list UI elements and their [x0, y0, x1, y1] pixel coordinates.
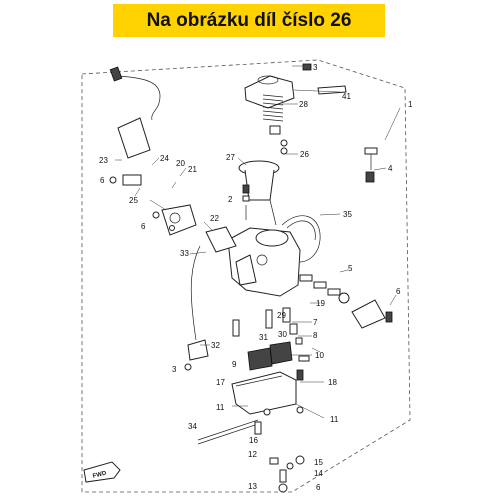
leader-lines: [115, 65, 401, 419]
hose-33: [190, 245, 201, 341]
callout-35: 35: [343, 210, 352, 219]
callout-24: 24: [160, 154, 169, 163]
callout-3: 3: [313, 63, 318, 72]
callout-32: 32: [211, 341, 220, 350]
tube-35-inner: [286, 220, 316, 241]
callout-33: 33: [180, 249, 189, 258]
callout-26: 26: [300, 150, 309, 159]
carburetor-body: [227, 227, 301, 297]
right-side-parts: [299, 274, 393, 329]
bracket-32: [187, 339, 209, 361]
choke-assembly: [122, 174, 197, 236]
callout-31: 31: [259, 333, 268, 342]
callout-19: 19: [316, 299, 325, 308]
float-9: [247, 341, 310, 371]
callout-23: 23: [99, 156, 108, 165]
callout-41: 41: [342, 92, 351, 101]
rod-34-edge: [197, 423, 259, 445]
tube-35: [281, 215, 321, 263]
callout-6-left: 6: [100, 176, 105, 185]
callout-8: 8: [313, 331, 318, 340]
callout-14: 14: [314, 469, 323, 478]
callout-18: 18: [328, 378, 337, 387]
callout-15: 15: [314, 458, 323, 467]
callout-11-left: 11: [216, 403, 225, 412]
callout-16: 16: [249, 436, 258, 445]
callout-6-bottom: 6: [316, 483, 321, 492]
callout-7: 7: [313, 318, 318, 327]
callout-9: 9: [232, 360, 237, 369]
callout-12: 12: [248, 450, 257, 459]
screw-6a: [109, 176, 117, 184]
banner-text: Na obrázku díl číslo 26: [146, 9, 352, 31]
callout-10: 10: [315, 351, 324, 360]
callout-1: 1: [408, 100, 413, 109]
callout-17: 17: [216, 378, 225, 387]
callout-labels: 1 3 41 28 26 27 2 4 35 5 6 19 8 7 29 30 …: [99, 63, 413, 492]
callout-28: 28: [299, 100, 308, 109]
needle-2: [242, 184, 250, 220]
top-cap: [244, 63, 347, 109]
callout-4: 4: [388, 164, 393, 173]
callout-27: 27: [226, 153, 235, 162]
jets: [232, 307, 303, 345]
cable-harness: [109, 66, 161, 159]
callout-34: 34: [188, 422, 197, 431]
spring-28: [262, 94, 288, 155]
callout-3-left: 3: [172, 365, 177, 374]
callout-6-right: 6: [396, 287, 401, 296]
rod-34: [197, 419, 259, 441]
fwd-label: FWD: [92, 470, 107, 480]
callout-6-mid: 6: [141, 222, 146, 231]
callout-13: 13: [248, 482, 257, 491]
float-bowl: [231, 369, 304, 416]
callout-21: 21: [188, 165, 197, 174]
callout-20: 20: [176, 159, 185, 168]
callout-22: 22: [210, 214, 219, 223]
screw-3b: [184, 363, 192, 371]
drain-parts: [254, 421, 305, 493]
gasket-22: [205, 226, 237, 253]
screw-4: [364, 147, 378, 183]
callout-11-right: 11: [330, 415, 339, 424]
piston-27: [238, 160, 280, 226]
fwd-arrow: FWD: [83, 461, 121, 483]
callout-29: 29: [277, 311, 286, 320]
callout-2: 2: [228, 195, 233, 204]
screw-6b: [169, 225, 175, 231]
callout-5: 5: [348, 264, 353, 273]
assembly-outline: [81, 59, 411, 493]
title-banner: Na obrázku díl číslo 26: [113, 4, 385, 37]
callout-25: 25: [129, 196, 138, 205]
callout-30: 30: [278, 330, 287, 339]
